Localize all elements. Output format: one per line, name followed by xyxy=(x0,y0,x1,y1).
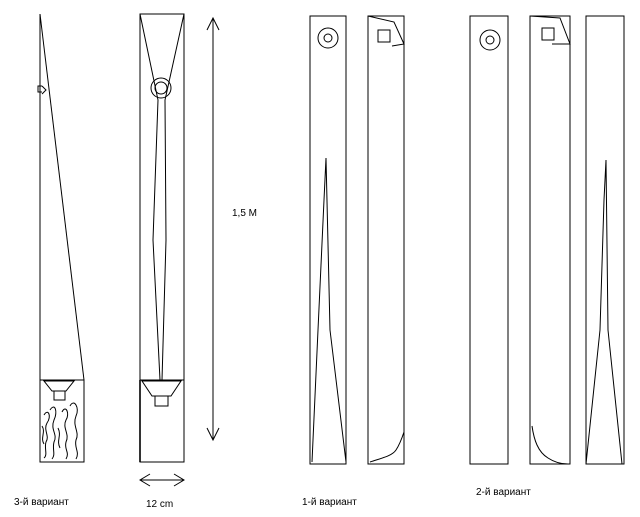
variant2-port-ring xyxy=(479,29,501,51)
variant3-tapered-wall xyxy=(39,13,85,381)
variant1-side-panel xyxy=(367,15,405,465)
width-dimension-arrow xyxy=(139,473,185,487)
variant2-third-panel xyxy=(585,15,625,465)
variant1-port-ring xyxy=(317,27,339,49)
height-dimension-arrow xyxy=(206,16,220,442)
variant3-caption: 3-й вариант xyxy=(14,497,69,508)
front-view-driver-icon xyxy=(141,380,182,397)
variant2-side-driver-icon xyxy=(541,27,555,41)
variant3-port-icon xyxy=(37,85,47,95)
variant2-side-panel xyxy=(529,15,571,465)
variant2-front-panel xyxy=(469,15,509,465)
variant2-spike xyxy=(585,159,623,465)
front-view-enclosure xyxy=(139,13,185,463)
width-label: 12 cm xyxy=(146,499,174,510)
variant1-side-bottom-curve xyxy=(369,431,405,463)
variant1-side-top-curve xyxy=(367,15,405,47)
variant2-caption: 2-й вариант xyxy=(476,487,531,498)
variant3-damping-material xyxy=(41,402,78,460)
height-label: 1,5 M xyxy=(232,208,258,219)
variant3-enclosure xyxy=(37,13,85,463)
variant1-spike xyxy=(311,157,347,463)
variant2-side-top-curve xyxy=(529,15,571,45)
front-view-left-line xyxy=(139,13,161,381)
variant1-front-panel xyxy=(309,15,347,465)
front-view-port-ring xyxy=(150,77,172,99)
variant3-driver-icon xyxy=(42,380,76,392)
variant1-caption: 1-й вариант xyxy=(302,497,357,508)
variant2-side-bottom-curve xyxy=(531,425,569,465)
variant1-side-driver-icon xyxy=(377,29,391,43)
front-view-outline xyxy=(139,13,185,463)
front-view-right-line xyxy=(161,13,185,381)
variant3-bottom-chamber xyxy=(39,379,85,463)
